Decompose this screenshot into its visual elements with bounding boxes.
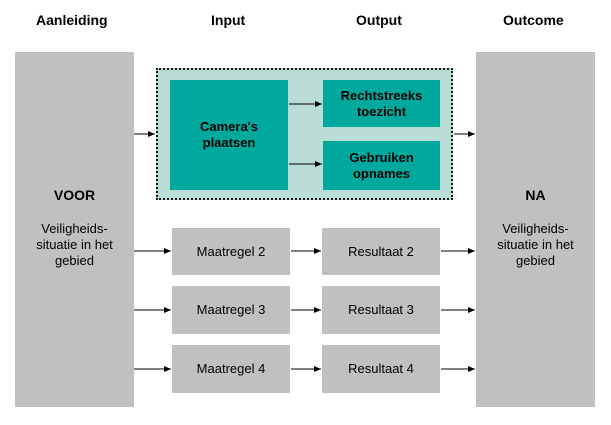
header-aanleiding: Aanleiding [36,12,108,28]
camera-plaatsen-box: Camera's plaatsen [170,80,288,190]
header-input: Input [211,12,246,28]
na-text-line-2: situatie in het [497,237,574,252]
maatregel-4-box: Maatregel 4 [172,345,290,393]
header-outcome: Outcome [503,12,564,28]
rechtstreeks-toezicht-box: Rechtstreeks toezicht [323,80,440,127]
resultaat-2-box: Resultaat 2 [322,228,440,275]
na-text-line-1: Veiligheids- [502,221,569,236]
resultaat-4-box: Resultaat 4 [322,345,440,393]
gebruiken-opnames-box: Gebruiken opnames [323,141,440,190]
camera-plaatsen-line-2: plaatsen [202,135,256,150]
voor-column: VOOR Veiligheids- situatie in het gebied [15,52,134,407]
resultaat-3-box: Resultaat 3 [322,286,440,334]
voor-text-line-3: gebied [54,253,95,268]
maatregel-2-box: Maatregel 2 [172,228,290,275]
voor-title: VOOR [53,187,96,203]
na-title: NA [525,187,546,203]
gebruiken-line-1: Gebruiken [349,149,414,165]
camera-plaatsen-line-1: Camera's [199,119,259,134]
gebruiken-line-2: opnames [352,165,411,181]
na-text-line-3: gebied [515,253,556,268]
voor-text-line-1: Veiligheids- [41,221,108,236]
maatregel-3-box: Maatregel 3 [172,286,290,334]
rechtstreeks-line-1: Rechtstreeks [340,87,423,103]
voor-text-line-2: situatie in het [36,237,113,252]
rechtstreeks-line-2: toezicht [356,103,407,119]
header-output: Output [356,12,402,28]
na-column: NA Veiligheids- situatie in het gebied [476,52,595,407]
